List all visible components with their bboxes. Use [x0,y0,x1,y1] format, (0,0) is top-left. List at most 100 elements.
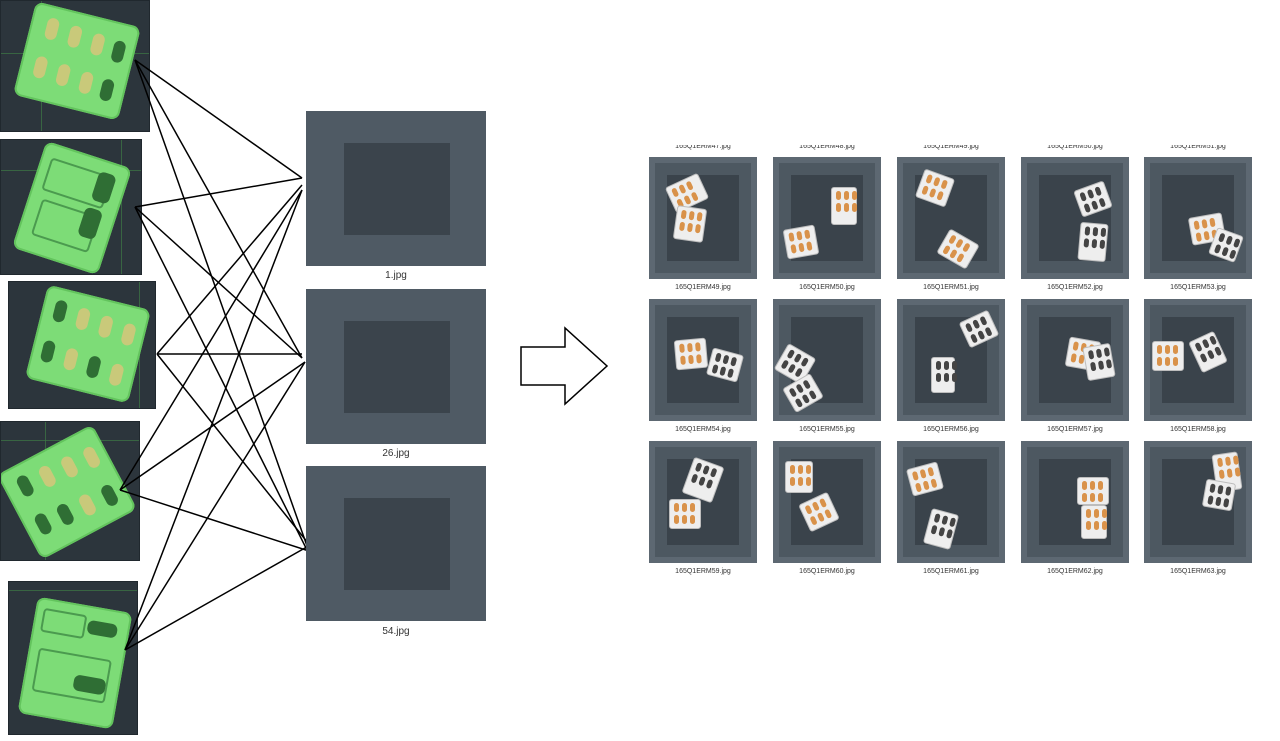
background-caption-3: 54.jpg [382,626,410,637]
tray-rim [897,157,1005,279]
pill [804,229,811,240]
pill [936,373,941,382]
pill [719,366,727,377]
pill [984,326,993,337]
thumbnail-caption: 165Q1ERM61.jpg [923,568,979,575]
pill [804,504,813,515]
pill [1097,360,1105,371]
result-thumbnail [649,157,757,279]
pill [690,515,695,524]
pill [798,465,803,474]
pill [811,501,820,512]
tray-rim [649,299,757,421]
pill [1232,455,1240,465]
pill [921,185,930,196]
pill [806,477,811,486]
pill [1222,498,1230,508]
pill [952,373,957,382]
pill [927,466,935,477]
background-tray-2 [306,289,486,444]
result-thumbnail [897,157,1005,279]
pill [1072,341,1080,351]
background-tray-1 [306,111,486,266]
result-thumbnail [1021,299,1129,421]
pill [1070,353,1077,363]
pill [686,222,694,233]
thumbnail-caption: 165Q1ERM59.jpg [675,568,731,575]
blister-pack [673,337,709,371]
result-thumbnail [649,441,757,563]
pill [801,393,811,405]
connection-line [134,177,303,208]
pill [683,194,692,206]
blister-pack [1081,505,1107,539]
pill [674,515,679,524]
pill [1225,486,1232,496]
pill [852,203,857,212]
pill [1201,338,1210,349]
pill [714,352,722,363]
pill [818,497,828,509]
blister-pack [1201,478,1237,512]
tray-rim [773,441,881,563]
blister-pack [1082,342,1116,382]
tray-rim [773,157,881,279]
pill [1086,188,1095,200]
pill [972,319,981,330]
source-crop-4 [0,421,140,561]
pill [1090,200,1099,211]
thumbnail-caption: 165Q1ERM56.jpg [923,426,979,433]
tray-rim [773,299,881,421]
background-tray-3 [306,466,486,621]
pill [969,333,979,344]
blister-pack [1152,341,1184,371]
pill [930,478,938,489]
right-arrow-icon [520,326,609,406]
pill [678,221,686,232]
pill [1098,493,1103,502]
connection-line [134,206,313,561]
connection-line [134,59,303,179]
result-thumbnail [773,299,881,421]
pill [1221,246,1230,257]
tray-rim [1144,157,1252,279]
pill [709,467,718,478]
pill [788,387,798,398]
pill [1213,243,1222,254]
pill [1091,238,1098,249]
pill [685,180,694,191]
pill [932,176,941,187]
result-thumbnail [649,299,757,421]
tray-rim [649,157,757,279]
pill [955,252,965,264]
pill [944,361,949,370]
connection-line [119,361,306,491]
connection-line [134,59,303,359]
pill [844,203,849,212]
result-thumbnail [773,441,881,563]
result-thumbnail [773,157,881,279]
blister-pack [831,187,857,225]
pill [690,503,695,512]
thumbnail-caption: 165Q1ERM55.jpg [799,426,855,433]
pill [1083,238,1090,248]
pill [1234,467,1241,477]
pill [1228,249,1237,260]
pill [1208,335,1218,346]
pill [938,526,946,537]
pill [816,512,826,523]
pill [1084,226,1091,236]
pill [1218,469,1225,480]
pill [690,473,699,484]
result-thumbnail [1021,441,1129,563]
pill [1087,349,1095,360]
pill [688,210,695,221]
thumbnail-caption: 165Q1ERM54.jpg [675,426,731,433]
pill [800,356,810,368]
pill [698,476,706,487]
thumbnail-caption: 165Q1ERM63.jpg [1170,568,1226,575]
background-caption-2: 26.jpg [382,448,410,459]
pill [852,191,857,200]
pill [695,342,701,352]
